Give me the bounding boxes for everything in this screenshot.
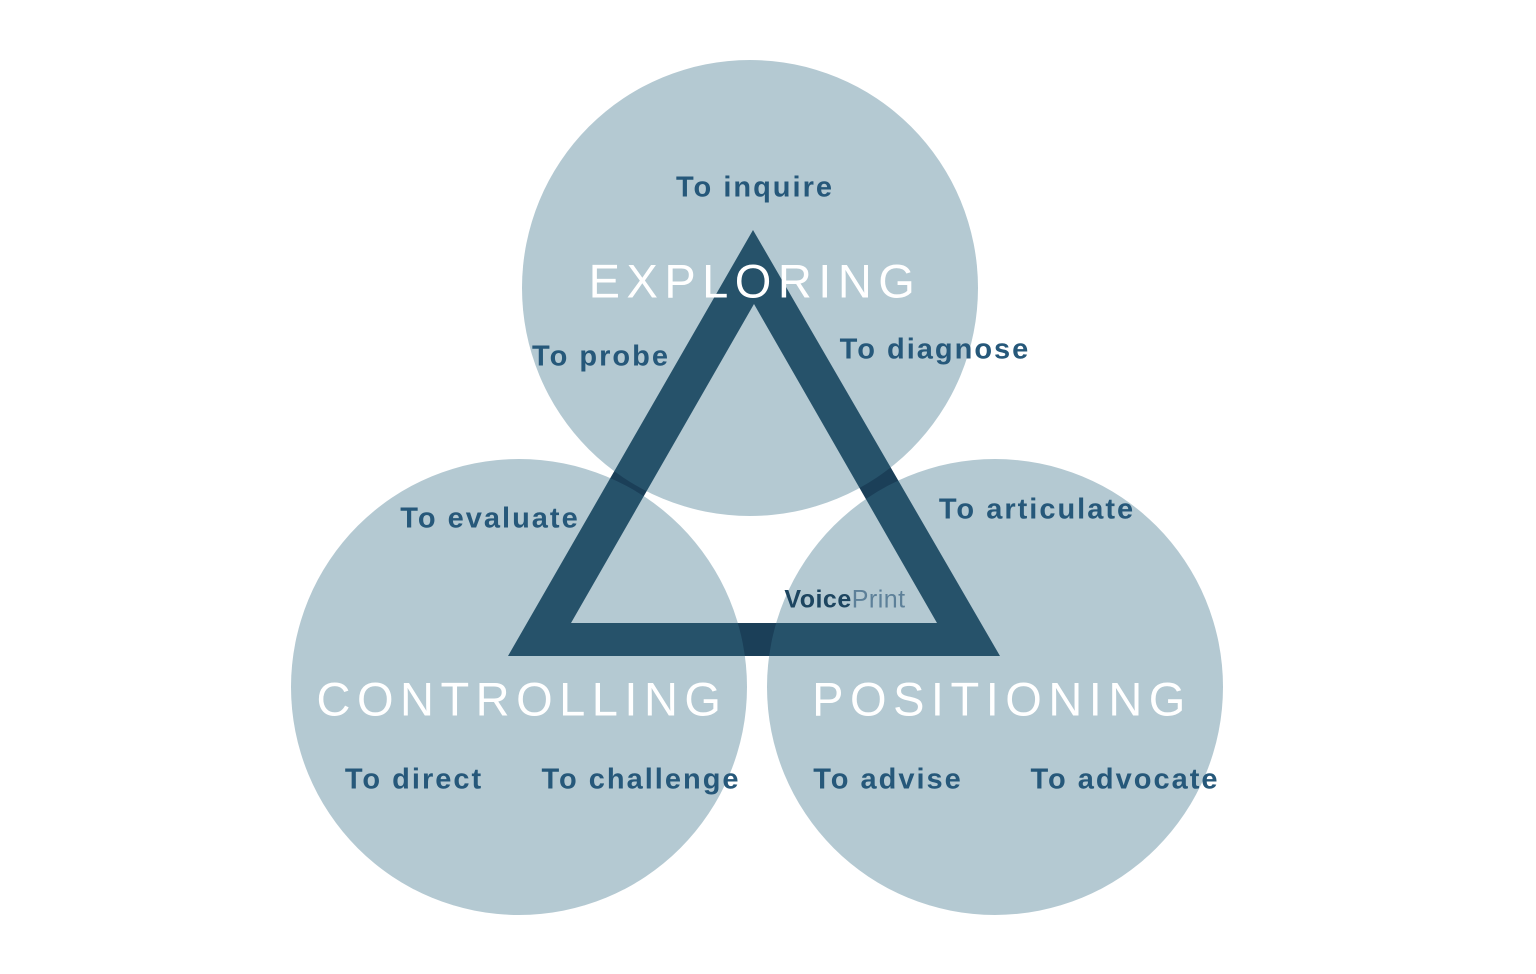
title-controlling: CONTROLLING: [316, 672, 728, 726]
logo-voice-text: Voice: [784, 585, 852, 614]
label-to-probe: To probe: [532, 340, 670, 373]
logo-print-text: Print: [851, 585, 906, 614]
title-positioning: POSITIONING: [812, 672, 1192, 726]
circle-controlling: [291, 459, 747, 915]
circle-positioning: [767, 459, 1223, 915]
triangle-outline-path: [508, 230, 1000, 656]
label-to-advise: To advise: [813, 763, 963, 796]
label-to-inquire: To inquire: [675, 171, 835, 204]
title-exploring: EXPLORING: [588, 254, 922, 308]
label-to-advocate: To advocate: [1030, 763, 1220, 796]
label-to-evaluate: To evaluate: [400, 502, 580, 535]
label-to-articulate: To articulate: [938, 493, 1136, 526]
label-to-diagnose: To diagnose: [839, 333, 1031, 366]
circle-exploring: [522, 60, 978, 516]
label-to-challenge: To challenge: [541, 763, 741, 796]
label-to-direct: To direct: [344, 763, 484, 796]
voiceprint-logo: VoicePrint: [784, 586, 905, 615]
